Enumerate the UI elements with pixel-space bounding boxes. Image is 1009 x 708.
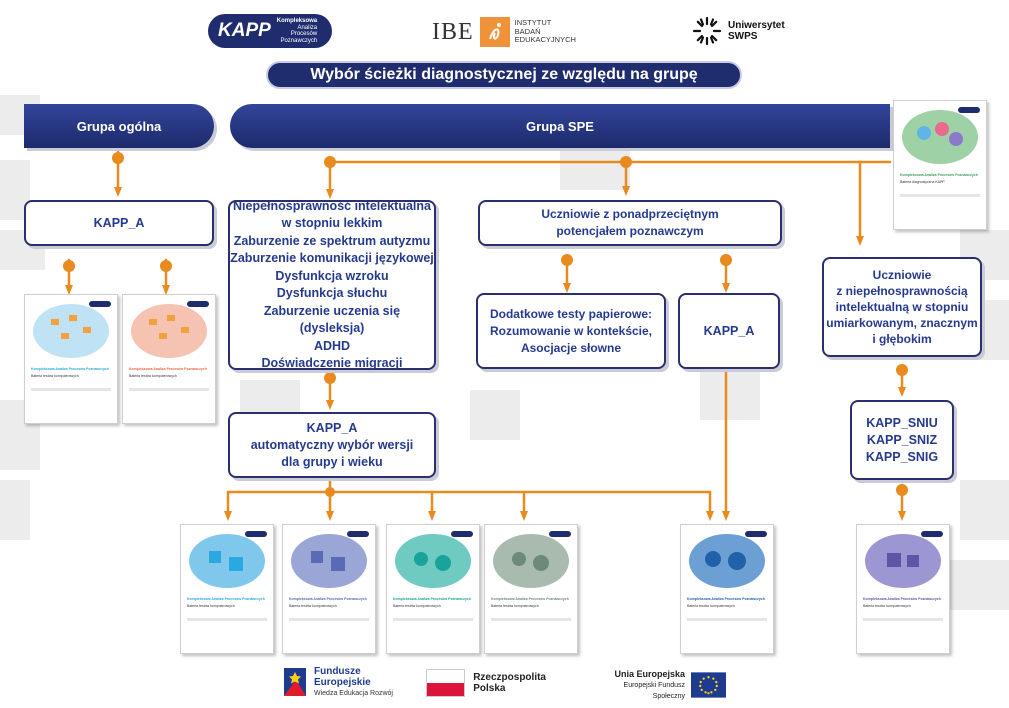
fe-logo-line-2: Europejskie (314, 676, 371, 688)
brain-icon (189, 531, 267, 588)
manual-cover-general-1: Kompleksowa Analiza Procesów Poznawczych… (24, 294, 118, 424)
fe-logo-sub: Wiedza Edukacja Rozwój (314, 689, 393, 697)
polish-flag-icon (426, 669, 466, 697)
moderate-box: Uczniowie z niepełnosprawnością intelekt… (822, 257, 982, 357)
group-spe-banner: Grupa SPE (230, 104, 890, 148)
group-spe-label: Grupa SPE (526, 118, 594, 134)
fundusze-europejskie-logo: Fundusze Europejskie Wiedza Edukacja Roz… (282, 664, 402, 700)
fe-star-icon (284, 668, 306, 696)
kapp-logo-line-1: Kompleksowa (276, 18, 318, 24)
gifted-line-2: potencjałem poznawczym (556, 224, 704, 238)
group-general-label: Grupa ogólna (76, 118, 162, 134)
kapp-a-auto-line-1: KAPP_A (306, 420, 358, 435)
ibe-logo-line-3: EDUKACYJNYCH (514, 35, 576, 45)
brain-icon (291, 531, 369, 588)
gifted-box: Uczniowie z ponadprzeciętnym potencjałem… (478, 200, 782, 246)
page-title-text: Wybór ścieżki diagnostycznej ze względu … (310, 66, 698, 83)
kapp-logo-line-2: Analiza (297, 24, 318, 31)
manual-cover-spe-3: Kompleksowa Analiza Procesów Poznawczych… (386, 524, 480, 654)
manual-cover-spe-4: Kompleksowa Analiza Procesów Poznawczych… (484, 524, 578, 654)
brain-icon (865, 531, 943, 588)
condition-line: Zaburzenie komunikacji językowej (230, 251, 434, 265)
kapp-a-gifted-label: KAPP_A (703, 323, 755, 338)
condition-line: Zaburzenie ze spektrum autyzmu (233, 233, 431, 248)
fe-logo-line-1: Fundusze (314, 665, 361, 677)
swps-ring-icon (692, 16, 722, 46)
eu-logo-line-1: Unia Europejska (614, 668, 686, 679)
eu-logo-sub: Europejski Fundusz Społeczny (623, 681, 686, 700)
manual-cover-spe-2: Kompleksowa Analiza Procesów Poznawczych… (282, 524, 376, 654)
brain-icon (902, 107, 980, 164)
manual-cover-moderate: Kompleksowa Analiza Procesów Poznawczych… (856, 524, 950, 654)
kapp-logo-mark: KAPP (218, 20, 271, 41)
rzeczpospolita-logo: Rzeczpospolita Polska (426, 668, 546, 698)
moderate-line: intelektualną w stopniu (835, 300, 969, 314)
kapp-a-gifted-box: KAPP_A (678, 293, 780, 369)
condition-line: Dysfunkcja wzroku (275, 268, 389, 283)
swps-logo-line-2: SWPS (728, 31, 758, 42)
brain-icon (33, 301, 111, 358)
moderate-line: Uczniowie (872, 268, 932, 282)
kapp-sni-box: KAPP_SNIU KAPP_SNIZ KAPP_SNIG (850, 400, 954, 480)
group-general-banner: Grupa ogólna (24, 104, 214, 148)
condition-line: Niepełnosprawność intelektualna (233, 198, 431, 213)
condition-line: Zaburzenie uczenia się (dysleksja) (263, 303, 401, 336)
conditions-box: Niepełnosprawność intelektualna w stopni… (228, 198, 436, 370)
paper-tests-line-3: Asocjacje słowne (520, 340, 622, 355)
brain-icon (131, 301, 209, 358)
kapp-sniz-label: KAPP_SNIZ (866, 432, 938, 447)
paper-tests-line-1: Dodatkowe testy papierowe: (489, 306, 653, 321)
manual-cover-spe-top: Kompleksowa Analiza Procesów Poznawczych… (893, 100, 987, 230)
kapp-a-general-label: KAPP_A (93, 215, 145, 230)
page-title: Wybór ścieżki diagnostycznej ze względu … (266, 61, 742, 89)
brain-icon (689, 531, 767, 588)
kapp-sniu-label: KAPP_SNIU (866, 415, 938, 430)
moderate-line: z niepełnosprawnością (836, 284, 968, 298)
ibe-logo-line-1: INSTYTUT (514, 18, 552, 28)
moderate-line: i głębokim (872, 332, 932, 346)
manual-cover-general-2: Kompleksowa Analiza Procesów Poznawczych… (122, 294, 216, 424)
kapp-snig-label: KAPP_SNIG (865, 449, 939, 464)
rp-logo-line-2: Polska (473, 683, 506, 694)
rp-logo-line-1: Rzeczpospolita (473, 672, 546, 683)
brain-icon (395, 531, 473, 588)
ibe-logo-mark: IBE (432, 18, 474, 45)
manual-cover-spe-1: Kompleksowa Analiza Procesów Poznawczych… (180, 524, 274, 654)
brain-icon (493, 531, 571, 588)
unia-europejska-logo: Unia Europejska Europejski Fundusz Społe… (592, 668, 726, 700)
swps-logo: Uniwersytet SWPS (692, 14, 792, 48)
ibe-logo-line-2: BADAŃ (514, 26, 541, 36)
paper-tests-line-2: Rozumowanie w kontekście, (489, 323, 653, 338)
kapp-logo-line-4: Poznawczych (280, 37, 318, 44)
ibe-logo: IBE INSTYTUT BADAŃ EDUKACYJNYCH (432, 15, 592, 49)
condition-line: ADHD (313, 338, 351, 353)
kapp-logo: KAPP Kompleksowa Analiza Procesów Poznaw… (208, 14, 332, 48)
kapp-a-auto-line-3: dla grupy i wieku (281, 454, 383, 469)
condition-line: Dysfunkcja słuchu (276, 286, 388, 300)
moderate-line: umiarkowanym, znacznym (826, 316, 978, 330)
ibe-logo-icon (479, 17, 510, 47)
gifted-line-1: Uczniowie z ponadprzeciętnym (541, 207, 719, 221)
eu-flag-icon (691, 672, 726, 698)
swps-logo-line-1: Uniwersytet (728, 20, 785, 31)
paper-tests-box: Dodatkowe testy papierowe: Rozumowanie w… (476, 293, 666, 369)
kapp-logo-line-3: Procesów (290, 31, 318, 37)
kapp-a-auto-line-2: automatyczny wybór wersji (250, 437, 414, 452)
kapp-a-auto-box: KAPP_A automatyczny wybór wersji dla gru… (228, 412, 436, 478)
kapp-a-general-box: KAPP_A (24, 200, 214, 246)
manual-cover-gifted: Kompleksowa Analiza Procesów Poznawczych… (680, 524, 774, 654)
condition-line: w stopniu lekkim (281, 216, 383, 230)
condition-line: Doświadczenie migracji (261, 356, 403, 370)
